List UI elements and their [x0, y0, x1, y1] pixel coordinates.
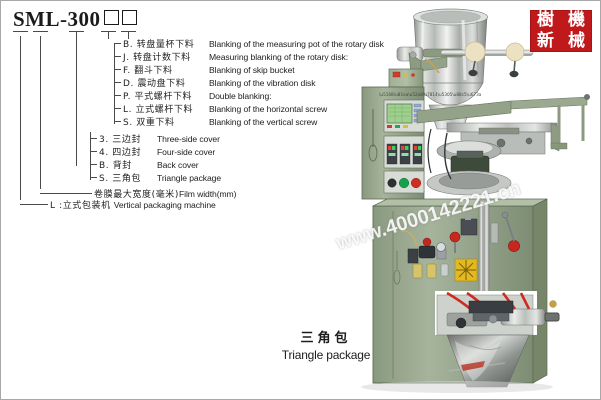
spec-label-cn: 4. 四边封 — [99, 148, 142, 158]
leader-line-blanking-b — [128, 31, 129, 39]
spec-label-cn: S. 双重下料 — [123, 118, 175, 128]
row-tick — [90, 177, 97, 178]
leader-line-film-width — [40, 36, 41, 189]
leader-line-machine-type — [20, 36, 21, 200]
code-stub-seal — [69, 31, 84, 32]
spec-row: 3. 三边封 Three-side cover — [90, 132, 220, 145]
row-tick — [114, 56, 121, 57]
spec-label-en: Blanking of the vibration disk — [209, 77, 316, 88]
machine-illustration: \u5168\u81ea\u52a8\u7814\u5305\u88c5\u67… — [361, 8, 590, 393]
spec-label-cn: B. 转盘量杯下料 — [123, 40, 195, 50]
spec-label-en: Measuring blanking of the rotary disk: — [209, 51, 349, 62]
model-code-text: SML-300 — [13, 7, 101, 31]
spec-row: B. 背封 Back cover — [90, 158, 199, 171]
machine-type-stub — [13, 31, 28, 32]
row-tick — [114, 43, 121, 44]
spec-label-en: Four-side cover — [157, 146, 216, 157]
spec-row: B. 转盘量杯下料 Blanking of the measuring pot … — [114, 37, 384, 50]
row-tick — [90, 138, 97, 139]
row-tick — [40, 193, 92, 194]
logo-char-1: 樹 — [537, 10, 554, 30]
row-tick — [20, 204, 48, 205]
row-tick — [114, 121, 121, 122]
row-tick — [114, 69, 121, 70]
code-stub-film — [33, 31, 48, 32]
code-box-stub-2 — [121, 31, 136, 32]
spec-label-en: Blanking of the vertical screw — [209, 116, 318, 127]
figure-caption: 三角包 Triangle package — [256, 327, 396, 362]
spec-row: S. 三角包 Triangle package — [90, 171, 221, 184]
logo-char-4: 械 — [568, 31, 585, 51]
spec-label-cn: B. 背封 — [99, 161, 132, 171]
spec-row: 4. 四边封 Four-side cover — [90, 145, 215, 158]
model-code-box-1 — [103, 10, 119, 25]
company-logo: 樹 機 新 械 — [530, 10, 592, 52]
spec-label-en: Double blanking: — [209, 90, 272, 101]
leader-line-blanking-a — [108, 31, 109, 39]
row-tick — [90, 164, 97, 165]
svg-text:\u5168\u81ea\u52a8\u7814\u5305: \u5168\u81ea\u52a8\u7814\u5305\u88c5\u67… — [379, 92, 482, 97]
spec-label-cn: F. 翻斗下料 — [123, 66, 173, 76]
spec-row: P. 平式螺杆下料 Double blanking: — [114, 89, 272, 102]
caption-cn: 三角包 — [300, 331, 352, 346]
machine-type-label-en: Vertical packaging machine — [113, 199, 216, 210]
row-tick — [114, 82, 121, 83]
spec-label-cn: J. 转盘计数下料 — [123, 53, 191, 63]
spec-label-en: Blanking of the horizontal screw — [209, 103, 328, 114]
leader-line-sealing-2 — [76, 31, 77, 166]
spec-row: L. 立式螺杆下料 Blanking of the horizontal scr… — [114, 102, 327, 115]
spec-row: J. 转盘计数下料 Measuring blanking of the rota… — [114, 50, 348, 63]
caption-en: Triangle package — [281, 348, 371, 362]
spec-label-cn: 3. 三边封 — [99, 135, 142, 145]
spec-row-film-width: 卷膜最大宽度(毫米) Film width(mm) — [40, 187, 236, 200]
spec-label-en: Blanking of the measuring pot of the rot… — [209, 38, 384, 49]
spec-label-cn: S. 三角包 — [99, 174, 142, 184]
spec-row: S. 双重下料 Blanking of the vertical screw — [114, 115, 317, 128]
spec-label-en: Triangle package — [157, 172, 222, 183]
spec-label-cn: D. 震动盘下料 — [123, 79, 186, 89]
spec-row: F. 翻斗下料 Blanking of skip bucket — [114, 63, 295, 76]
spec-row: D. 震动盘下料 Blanking of the vibration disk — [114, 76, 316, 89]
spec-label-cn: L. 立式螺杆下料 — [123, 105, 194, 115]
spec-label-en: Three-side cover — [157, 133, 220, 144]
bracket-blanking-spine — [114, 43, 115, 124]
film-width-label-cn: 卷膜最大宽度(毫米) — [94, 190, 180, 200]
spec-label-en: Back cover — [157, 159, 199, 170]
bracket-sealing-spine — [90, 132, 91, 180]
code-box-stub-1 — [101, 31, 116, 32]
page-title: SML-300 — [13, 7, 137, 32]
spec-row-machine-type: L :立式包装机 Vertical packaging machine — [20, 198, 216, 211]
spec-label-cn: P. 平式螺杆下料 — [123, 92, 193, 102]
row-tick — [114, 108, 121, 109]
logo-char-3: 新 — [537, 31, 554, 51]
row-tick — [90, 151, 97, 152]
machine-type-label-cn: L :立式包装机 — [50, 201, 111, 211]
row-tick — [114, 95, 121, 96]
machine-photo: \u5168\u81ea\u52a8\u7814\u5305\u88c5\u67… — [351, 1, 600, 399]
film-width-label-en: Film width(mm) — [179, 188, 237, 199]
spec-label-en: Blanking of skip bucket — [209, 64, 295, 75]
model-code-box-2 — [121, 10, 137, 25]
logo-char-2: 機 — [568, 10, 585, 30]
